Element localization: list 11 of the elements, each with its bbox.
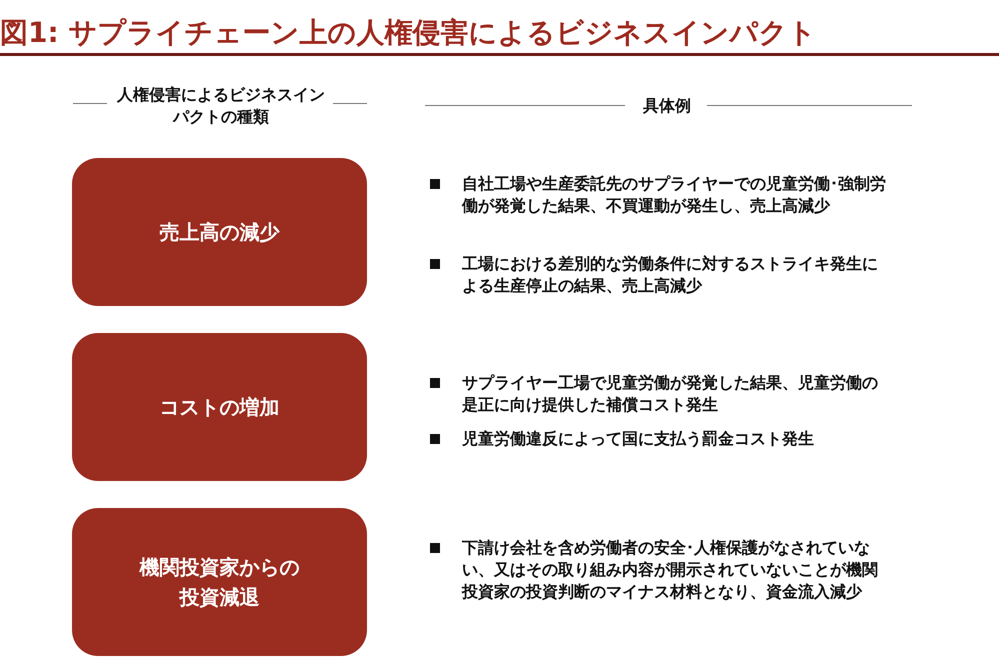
bullet-item: 児童労働違反によって国に支払う罰金コスト発生 bbox=[430, 428, 892, 450]
bullet-item: サプライヤー工場で児童労働が発覚した結果、児童労働の是正に向け提供した補償コスト発生 bbox=[430, 372, 892, 416]
bullet-item: 工場における差別的な労働条件に対するストライキ発生による生産停止の結果、売上高減少 bbox=[430, 253, 892, 297]
category-box: コストの増加 bbox=[72, 333, 367, 481]
column-heading: 人権侵害によるビジネスインパクトの種類 bbox=[116, 84, 326, 128]
bullet-item: 下請け会社を含め労働者の安全･人権保護がなされていない、又はその取り組み内容が開示されていないことが機関投資家の投資判断のマイナス材料となり、資金流入減少 bbox=[430, 537, 892, 603]
column-heading: 具体例 bbox=[642, 95, 692, 117]
category-box: 売上高の減少 bbox=[72, 158, 367, 306]
bullet-item: 自社工場や生産委託先のサプライヤーでの児童労働･強制労働が発覚した結果、不買運動が発生し、売上高減少 bbox=[430, 173, 892, 217]
category-box: 機関投資家からの投資減退 bbox=[72, 508, 367, 656]
title: 図1: サプライチェーン上の人権侵害によるビジネスインパクト bbox=[0, 15, 816, 51]
